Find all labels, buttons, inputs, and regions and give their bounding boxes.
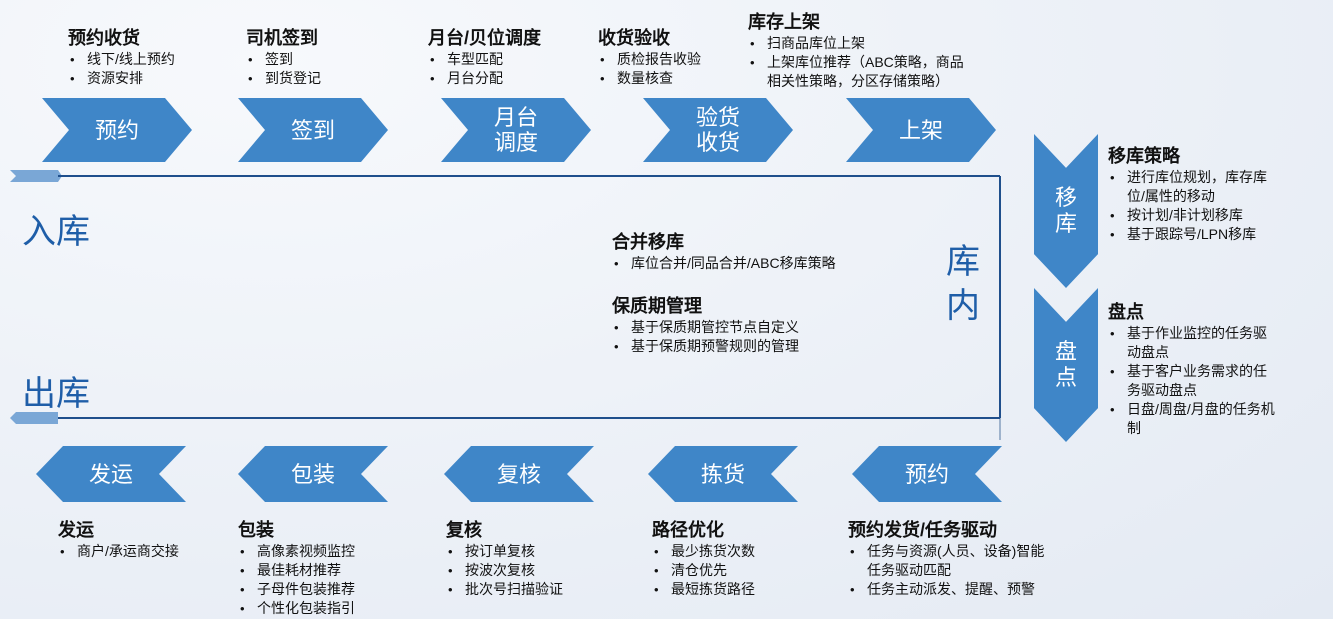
outbound-step-4-text: 路径优化 最少拣货次数 清仓优先 最短拣货路径 [652, 516, 755, 599]
outbound-step-2-item-4: 个性化包装指引 [238, 599, 355, 618]
inbound-arrow-2-label: 签到 [290, 117, 335, 143]
inbound-step-5-text: 库存上架 扫商品库位上架 上架库位推荐（ABC策略，商品 相关性策略，分区存储策… [748, 8, 1033, 91]
warehouse-shelf-life-item-1: 基于保质期管控节点自定义 [612, 318, 799, 337]
outbound-step-3-text: 复核 按订单复核 按波次复核 批次号扫描验证 [446, 516, 563, 599]
outbound-step-5-item-1: 任务与资源(人员、设备)智能 任务驱动匹配 [848, 542, 1093, 580]
outbound-arrow-3: 复核 [444, 446, 594, 502]
inbound-arrow-4-label: 验货 收货 [695, 105, 740, 155]
inbound-arrow-5-label: 上架 [898, 117, 943, 143]
count-arrow-label: 盘 点 [1054, 339, 1077, 390]
move-strategy-item-1: 进行库位规划，库存库 位/属性的移动 [1108, 168, 1328, 206]
outbound-step-4-item-2: 清仓优先 [652, 561, 755, 580]
inbound-step-1-item-1: 线下/线上预约 [68, 50, 175, 69]
outbound-step-2-item-2: 最佳耗材推荐 [238, 561, 355, 580]
warehouse-merge-heading: 合并移库 [612, 232, 684, 252]
inbound-step-5-heading: 库存上架 [748, 12, 820, 32]
outbound-step-2-item-3: 子母件包装推荐 [238, 580, 355, 599]
outbound-step-5-text: 预约发货/任务驱动 任务与资源(人员、设备)智能 任务驱动匹配 任务主动派发、提… [848, 516, 1093, 599]
move-arrow-label: 移 库 [1054, 185, 1077, 236]
stock-count: 盘点 基于作业监控的任务驱 动盘点 基于客户业务需求的任 务驱动盘点 日盘/周盘… [1108, 298, 1330, 438]
outbound-arrow-2-label: 包装 [290, 461, 335, 487]
outbound-step-3-item-2: 按波次复核 [446, 561, 563, 580]
outbound-step-5-heading: 预约发货/任务驱动 [848, 520, 998, 540]
inbound-arrow-3: 月台 调度 [441, 98, 591, 162]
inbound-step-2-item-1: 签到 [246, 50, 321, 69]
outbound-step-2-text: 包装 高像素视频监控 最佳耗材推荐 子母件包装推荐 个性化包装指引 [238, 516, 355, 618]
inbound-step-1-heading: 预约收货 [68, 28, 140, 48]
inbound-step-4-heading: 收货验收 [598, 28, 670, 48]
inbound-step-2-text: 司机签到 签到 到货登记 [246, 24, 321, 88]
outbound-step-2-item-1: 高像素视频监控 [238, 542, 355, 561]
inbound-step-1-text: 预约收货 线下/线上预约 资源安排 [68, 24, 175, 88]
move-strategy-item-3: 基于跟踪号/LPN移库 [1108, 225, 1328, 244]
outbound-step-3-item-1: 按订单复核 [446, 542, 563, 561]
inbound-step-1-item-2: 资源安排 [68, 69, 175, 88]
inbound-step-4-item-1: 质检报告收验 [598, 50, 701, 69]
inbound-step-3-heading: 月台/贝位调度 [428, 28, 542, 48]
warehouse-merge: 合并移库 库位合并/同品合并/ABC移库策略 [612, 228, 836, 273]
inbound-step-4-item-2: 数量核查 [598, 69, 701, 88]
inbound-step-5-item-2: 上架库位推荐（ABC策略，商品 相关性策略，分区存储策略） [748, 53, 1033, 91]
warehouse-merge-item-1: 库位合并/同品合并/ABC移库策略 [612, 254, 836, 273]
inbound-step-3-item-1: 车型匹配 [428, 50, 541, 69]
inbound-step-2-item-2: 到货登记 [246, 69, 321, 88]
outbound-step-3-heading: 复核 [446, 520, 482, 540]
move-strategy-item-2: 按计划/非计划移库 [1108, 206, 1328, 225]
outbound-step-2-heading: 包装 [238, 520, 274, 540]
warehouse-shelf-life-heading: 保质期管理 [612, 296, 702, 316]
outbound-arrow-1-label: 发运 [88, 461, 133, 487]
warehouse-shelf-life: 保质期管理 基于保质期管控节点自定义 基于保质期预警规则的管理 [612, 292, 799, 356]
stock-count-item-3: 日盘/周盘/月盘的任务机 制 [1108, 400, 1330, 438]
outbound-left-tip [10, 412, 58, 424]
outbound-step-5-item-2: 任务主动派发、提醒、预警 [848, 580, 1093, 599]
outbound-step-3-item-3: 批次号扫描验证 [446, 580, 563, 599]
inbound-step-3-item-2: 月台分配 [428, 69, 541, 88]
move-strategy: 移库策略 进行库位规划，库存库 位/属性的移动 按计划/非计划移库 基于跟踪号/… [1108, 142, 1328, 244]
stock-count-item-2: 基于客户业务需求的任 务驱动盘点 [1108, 362, 1330, 400]
stock-count-heading: 盘点 [1108, 302, 1144, 322]
outbound-step-4-item-3: 最短拣货路径 [652, 580, 755, 599]
outbound-step-1-text: 发运 商户/承运商交接 [58, 516, 179, 561]
inbound-step-4-text: 收货验收 质检报告收验 数量核查 [598, 24, 701, 88]
outbound-step-1-item-1: 商户/承运商交接 [58, 542, 179, 561]
outbound-step-1-heading: 发运 [58, 520, 94, 540]
outbound-title: 出库 [22, 375, 90, 413]
inbound-step-5-item-1: 扫商品库位上架 [748, 34, 1033, 53]
inbound-left-tip [10, 170, 62, 182]
inbound-arrow-1-label: 预约 [94, 117, 139, 143]
outbound-arrow-5-label: 预约 [904, 461, 949, 487]
inbound-step-3-text: 月台/贝位调度 车型匹配 月台分配 [428, 24, 541, 88]
outbound-step-4-item-1: 最少拣货次数 [652, 542, 755, 561]
warehouse-zone-label: 库 内 [946, 243, 980, 325]
warehouse-shelf-life-item-2: 基于保质期预警规则的管理 [612, 337, 799, 356]
outbound-arrow-4-label: 拣货 [700, 461, 745, 487]
inbound-step-2-heading: 司机签到 [246, 28, 318, 48]
inbound-arrow-3-label: 月台 调度 [493, 105, 538, 155]
inbound-title: 入库 [22, 213, 90, 251]
stock-count-item-1: 基于作业监控的任务驱 动盘点 [1108, 324, 1330, 362]
outbound-step-4-heading: 路径优化 [652, 520, 724, 540]
move-strategy-heading: 移库策略 [1108, 146, 1180, 166]
outbound-arrow-3-label: 复核 [496, 461, 541, 487]
